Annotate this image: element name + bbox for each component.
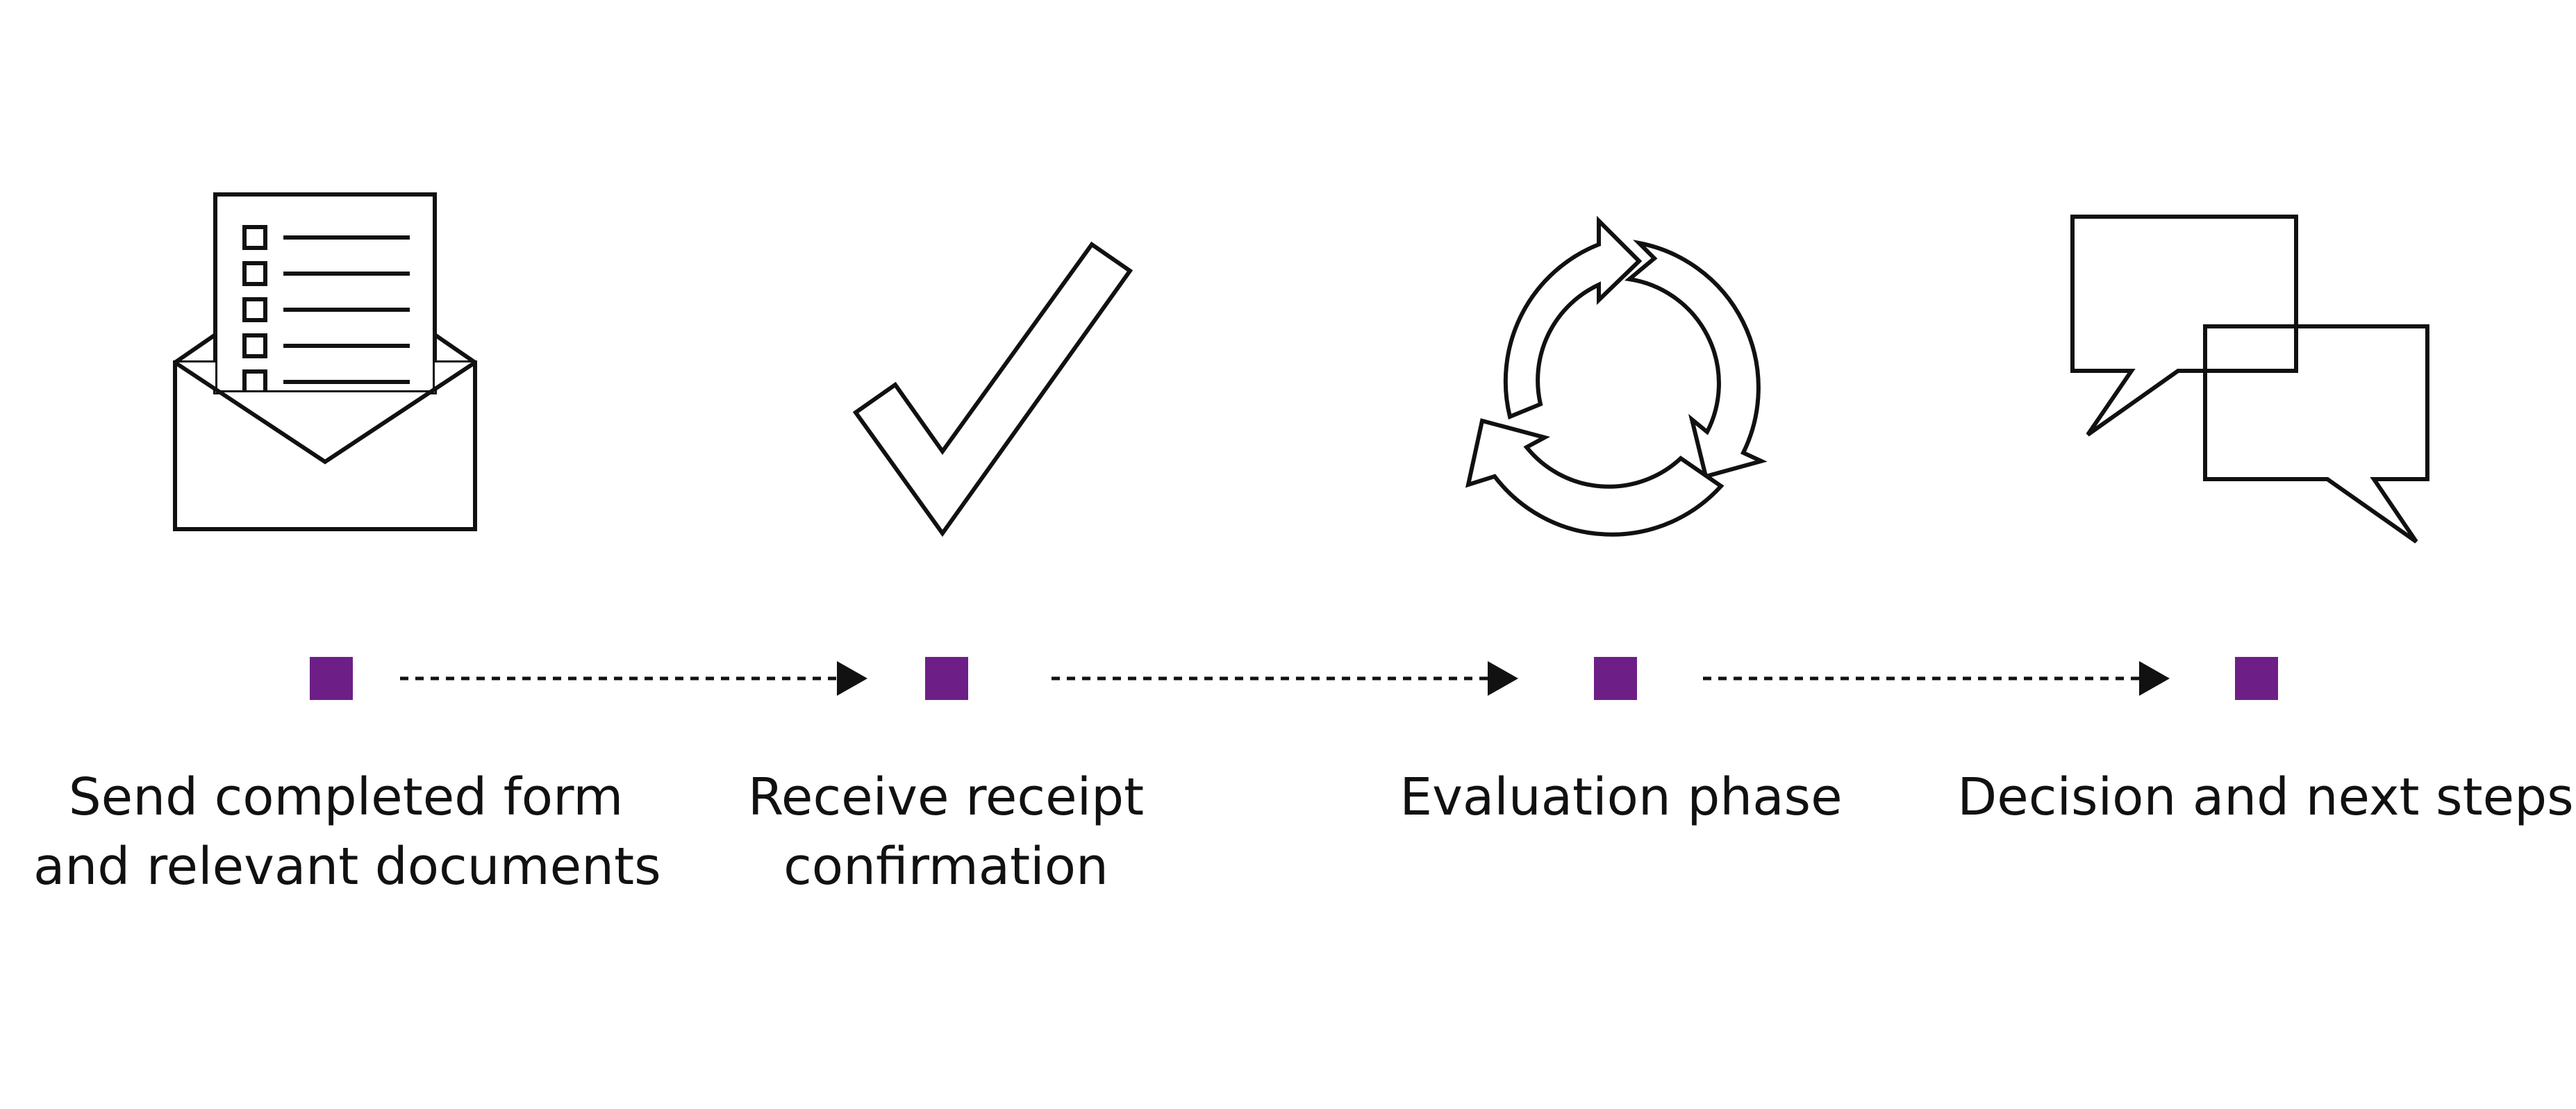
- step-marker-2: [925, 657, 968, 700]
- step-3-label-line-1: Evaluation phase: [1399, 767, 1843, 827]
- step-2-label-line-2: confirmation: [783, 837, 1108, 897]
- step-marker-1: [310, 657, 353, 700]
- step-3-label: Evaluation phase: [1308, 762, 1934, 832]
- step-1-label-line-1: Send completed form: [68, 767, 624, 827]
- step-2-label-line-1: Receive receipt: [747, 767, 1145, 827]
- arrowhead-icon: [2139, 661, 2170, 696]
- envelope-form-icon: [173, 192, 477, 531]
- step-marker-3: [1594, 657, 1637, 700]
- step-4-label: Decision and next steps: [1953, 762, 2576, 832]
- step-2-label: Receive receipt confirmation: [633, 762, 1258, 901]
- arrowhead-icon: [1488, 661, 1518, 696]
- arrowhead-icon: [837, 661, 867, 696]
- speech-bubbles-icon: [2070, 215, 2429, 544]
- step-marker-4: [2235, 657, 2278, 700]
- cycle-arrows-icon: [1465, 215, 1768, 537]
- step-1-label-line-2: and relevant documents: [33, 837, 661, 897]
- step-4-label-line-1: Decision and next steps: [1957, 767, 2574, 827]
- checkmark-icon: [852, 241, 1133, 537]
- step-1-label: Send completed form and relevant documen…: [33, 762, 661, 901]
